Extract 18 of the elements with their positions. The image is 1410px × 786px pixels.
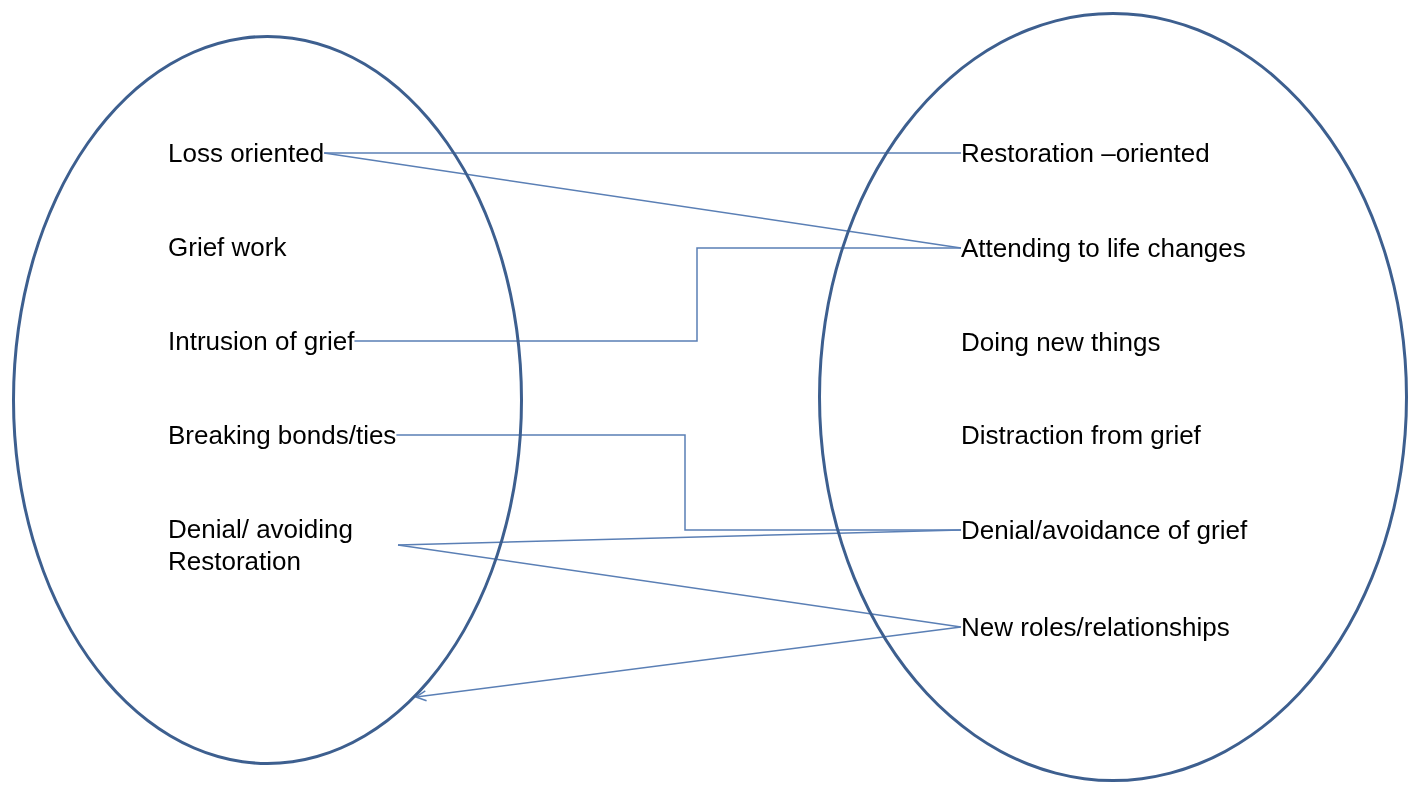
- item-text: Attending to life changes: [961, 232, 1246, 264]
- item-text: Distraction from grief: [961, 419, 1201, 451]
- item-text: Restoration –oriented: [961, 137, 1210, 169]
- ellipse-outline: [12, 35, 523, 765]
- item-text: Denial/avoidance of grief: [961, 514, 1248, 546]
- connector-line: [397, 544, 962, 628]
- ellipse-outline: [818, 12, 1408, 782]
- item-text: New roles/relationships: [961, 611, 1230, 643]
- item-text: Denial/ avoiding Restoration: [168, 513, 398, 577]
- connector-line: [323, 152, 962, 154]
- item-text: Intrusion of grief: [168, 325, 355, 357]
- item-text: Breaking bonds/ties: [168, 419, 397, 451]
- item-text: Loss oriented: [168, 137, 325, 169]
- connector-line: [397, 529, 962, 546]
- item-text: Grief work: [168, 231, 287, 263]
- arrow: [415, 626, 962, 702]
- item-text: Doing new things: [961, 326, 1161, 358]
- connector-line: [353, 247, 962, 342]
